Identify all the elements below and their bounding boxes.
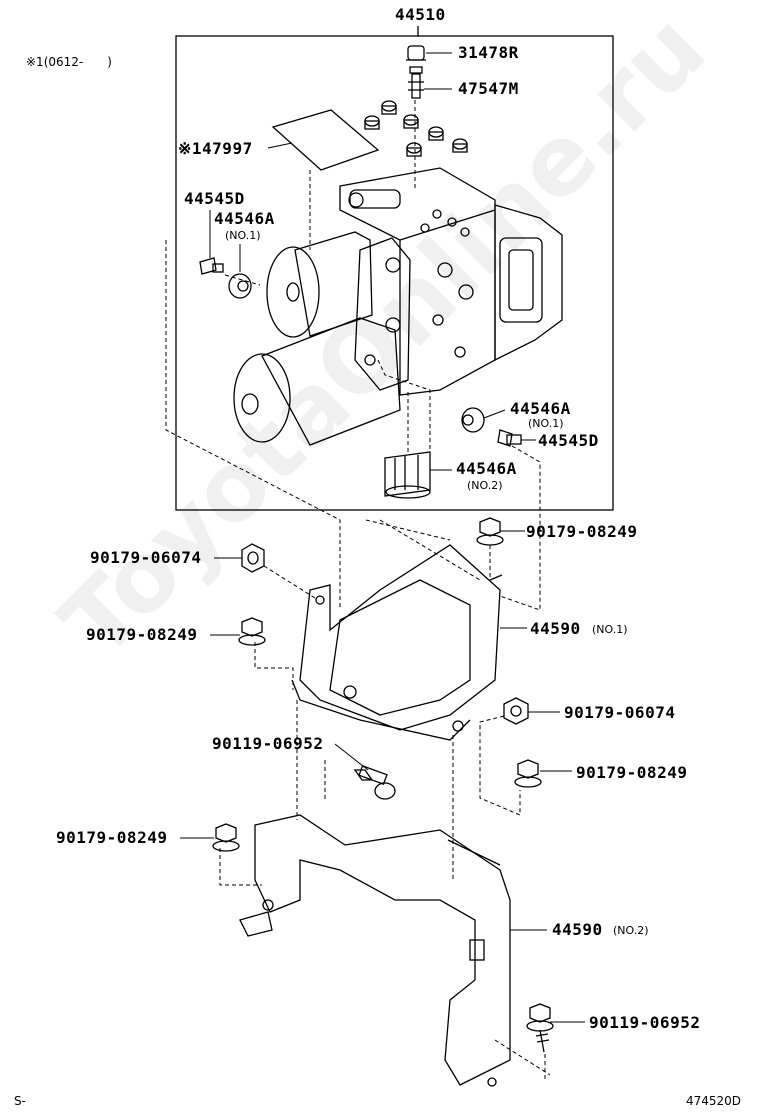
leader-lines <box>180 52 585 1023</box>
part-label-44590-no1[interactable]: 44590 <box>530 619 581 638</box>
part-label-44546a-no2[interactable]: 44546A <box>456 459 517 478</box>
bolt-90119-06952-b <box>526 1003 554 1053</box>
abs-actuator <box>233 167 563 446</box>
part-label-90179-08249-b[interactable]: 90179-08249 <box>86 625 198 644</box>
bolt-44545d-upper <box>199 257 224 275</box>
grommet-no1-lower <box>461 407 485 433</box>
part-label-47547m[interactable]: 47547M <box>458 79 519 98</box>
bolt-90179-08249-a <box>476 517 504 546</box>
part-label-90179-08249-a[interactable]: 90179-08249 <box>526 522 638 541</box>
part-label-90119-06952-b[interactable]: 90119-06952 <box>589 1013 701 1032</box>
note-period: ※1(0612- ) <box>26 55 112 69</box>
part-sub-44590-no1: (NO.1) <box>592 623 628 636</box>
part-label-44545d-lower[interactable]: 44545D <box>538 431 599 450</box>
grommet-no2 <box>384 451 431 499</box>
footer-diagram-code: 474520D <box>686 1094 742 1108</box>
bleeder-47547m <box>408 66 424 99</box>
part-label-90179-08249-d[interactable]: 90179-08249 <box>56 828 168 847</box>
bolt-44545d-lower <box>497 429 522 447</box>
footer-left-code: S- <box>14 1094 26 1108</box>
part-label-31478r[interactable]: 31478R <box>458 43 519 62</box>
bracket-no2 <box>239 814 511 1087</box>
dashed-guides <box>165 100 551 1080</box>
port-caps <box>364 100 468 157</box>
part-label-44546a-upper[interactable]: 44546A <box>214 209 275 228</box>
nut-90179-06074-b <box>503 697 529 725</box>
bolt-90119-06952-a <box>353 765 396 800</box>
part-label-44545d-upper[interactable]: 44545D <box>184 189 245 208</box>
part-label-90179-06074-a[interactable]: 90179-06074 <box>90 548 202 567</box>
assembly-box <box>175 35 614 511</box>
part-sub-44546a-upper: (NO.1) <box>225 229 261 242</box>
assembly-number: 44510 <box>395 5 446 24</box>
bolt-90179-08249-c <box>514 759 542 788</box>
part-sub-44590-no2: (NO.2) <box>613 924 649 937</box>
bracket-no1 <box>291 544 503 741</box>
bolt-90179-08249-b <box>238 617 266 646</box>
cap-31478r <box>406 45 426 61</box>
part-label-47997[interactable]: ※147997 <box>178 139 253 158</box>
grommet-no1-upper <box>228 273 252 299</box>
part-label-90179-06074-b[interactable]: 90179-06074 <box>564 703 676 722</box>
part-label-90119-06952-a[interactable]: 90119-06952 <box>212 734 324 753</box>
part-label-90179-08249-c[interactable]: 90179-08249 <box>576 763 688 782</box>
part-sub-44546a-no2: (NO.2) <box>467 479 503 492</box>
part-sub-44546a-lower: (NO.1) <box>528 417 564 430</box>
part-label-44590-no2[interactable]: 44590 <box>552 920 603 939</box>
bolt-90179-08249-d <box>212 823 240 852</box>
label-sticker <box>271 109 380 171</box>
part-label-44546a-lower[interactable]: 44546A <box>510 399 571 418</box>
